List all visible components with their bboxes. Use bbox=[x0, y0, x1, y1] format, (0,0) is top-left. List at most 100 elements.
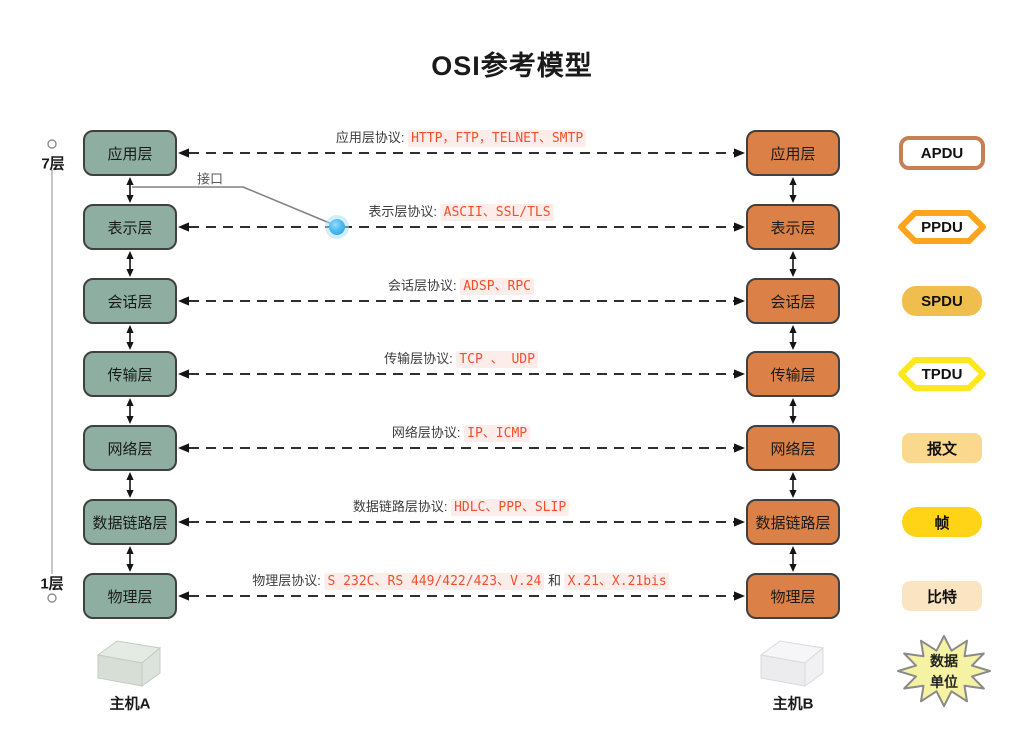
connector-arrow-left bbox=[178, 296, 189, 306]
stack-arrow-down bbox=[789, 416, 797, 424]
layer-box-right: 网络层 bbox=[746, 425, 840, 471]
annotation-label: 应用层协议: bbox=[335, 130, 409, 145]
connector-arrow-left bbox=[178, 222, 189, 232]
data-unit-star bbox=[897, 635, 991, 707]
connector-arrow-right bbox=[734, 296, 745, 306]
annotation-code: X.21、X.21bis bbox=[564, 573, 670, 590]
stack-arrow-up bbox=[126, 398, 134, 406]
diagram-title: OSI参考模型 bbox=[431, 51, 593, 81]
interface-line bbox=[132, 186, 333, 225]
connector-arrow-left bbox=[178, 148, 189, 158]
scale-bottom-circle bbox=[47, 593, 57, 603]
hexagon-shape bbox=[898, 357, 986, 391]
pdu-badge-solid: SPDU bbox=[902, 286, 982, 316]
stack-arrow-up bbox=[789, 251, 797, 259]
host-b-label: 主机B bbox=[772, 695, 814, 713]
stack-arrow-up bbox=[789, 325, 797, 333]
layer-box-left: 物理层 bbox=[83, 573, 177, 619]
layer-box-left: 应用层 bbox=[83, 130, 177, 176]
stack-arrow-up bbox=[126, 325, 134, 333]
pdu-badge: 帧 bbox=[894, 502, 990, 542]
interface-label: 接口 bbox=[196, 171, 224, 187]
protocol-annotation: 物理层协议: S 232C、RS 449/422/423、V.24 和 X.21… bbox=[252, 570, 670, 590]
layer-box-left: 传输层 bbox=[83, 351, 177, 397]
stack-arrow-up bbox=[789, 398, 797, 406]
stack-arrow-down bbox=[789, 195, 797, 203]
connector-arrow-left bbox=[178, 517, 189, 527]
annotation-code: HDLC、PPP、SLIP bbox=[451, 499, 570, 516]
interface-dot bbox=[329, 219, 345, 235]
connector-arrow-left bbox=[178, 591, 189, 601]
pdu-badge-solid: 报文 bbox=[902, 433, 982, 463]
pdu-badge-outline: APDU bbox=[899, 136, 985, 170]
stack-arrow-up bbox=[126, 177, 134, 185]
annotation-code: HTTP，FTP，TELNET、SMTP bbox=[408, 130, 587, 147]
pdu-badge: TPDU bbox=[894, 354, 990, 394]
annotation-code: ASCII、SSL/TLS bbox=[440, 204, 554, 221]
connector-arrow-left bbox=[178, 443, 189, 453]
connector-arrow-left bbox=[178, 369, 189, 379]
pdu-badge-hexagon: PPDU bbox=[896, 208, 988, 246]
stack-arrow-down bbox=[126, 342, 134, 350]
pdu-badge: PPDU bbox=[894, 207, 990, 247]
stack-arrow-down bbox=[126, 416, 134, 424]
annotation-label: 网络层协议: bbox=[391, 425, 465, 440]
protocol-annotation: 网络层协议: IP、ICMP bbox=[391, 422, 531, 442]
annotation-code: IP、ICMP bbox=[464, 425, 531, 442]
layer-box-right: 会话层 bbox=[746, 278, 840, 324]
stack-arrow-down bbox=[126, 490, 134, 498]
annotation-label: 数据链路层协议: bbox=[352, 499, 452, 514]
connector-arrow-right bbox=[734, 517, 745, 527]
data-unit-line2: 单位 bbox=[930, 674, 958, 690]
layer-box-left: 网络层 bbox=[83, 425, 177, 471]
pdu-badge-solid: 比特 bbox=[902, 581, 982, 611]
annotation-label: 物理层协议: bbox=[252, 573, 325, 588]
layer-box-right: 传输层 bbox=[746, 351, 840, 397]
layer-box-right: 应用层 bbox=[746, 130, 840, 176]
stack-arrow-down bbox=[789, 269, 797, 277]
stack-arrow-down bbox=[126, 195, 134, 203]
stack-arrow-up bbox=[789, 546, 797, 554]
connector-arrow-right bbox=[734, 369, 745, 379]
annotation-code: S 232C、RS 449/422/423、V.24 bbox=[324, 573, 545, 590]
data-unit-line1: 数据 bbox=[930, 653, 958, 669]
protocol-annotation: 表示层协议: ASCII、SSL/TLS bbox=[368, 201, 554, 221]
layer-box-left: 表示层 bbox=[83, 204, 177, 250]
annotation-plain: 和 bbox=[544, 573, 565, 588]
protocol-annotation: 应用层协议: HTTP，FTP，TELNET、SMTP bbox=[335, 127, 587, 147]
stack-arrow-down bbox=[789, 564, 797, 572]
annotation-label: 表示层协议: bbox=[368, 204, 441, 219]
stack-arrow-up bbox=[789, 472, 797, 480]
stack-arrow-up bbox=[126, 546, 134, 554]
annotation-code: ADSP、RPC bbox=[460, 278, 535, 295]
layer-box-right: 数据链路层 bbox=[746, 499, 840, 545]
stack-arrow-up bbox=[126, 472, 134, 480]
layer-box-left: 数据链路层 bbox=[83, 499, 177, 545]
stack-arrow-down bbox=[789, 490, 797, 498]
stack-arrow-down bbox=[126, 269, 134, 277]
pdu-badge: SPDU bbox=[894, 281, 990, 321]
pdu-badge-solid: 帧 bbox=[902, 507, 982, 537]
annotation-label: 会话层协议: bbox=[387, 278, 461, 293]
layer-box-right: 物理层 bbox=[746, 573, 840, 619]
host-a-label: 主机A bbox=[109, 695, 151, 713]
connector-arrow-right bbox=[734, 591, 745, 601]
connector-arrow-right bbox=[734, 222, 745, 232]
host-a-box-side bbox=[141, 646, 161, 687]
stack-arrow-up bbox=[126, 251, 134, 259]
pdu-badge-hexagon: TPDU bbox=[896, 355, 988, 393]
layer-box-left: 会话层 bbox=[83, 278, 177, 324]
scale-top-label: 7层 bbox=[41, 155, 65, 173]
annotation-code: TCP 、 UDP bbox=[456, 351, 538, 368]
protocol-annotation: 数据链路层协议: HDLC、PPP、SLIP bbox=[352, 496, 570, 516]
scale-bottom-label: 1层 bbox=[40, 575, 64, 593]
scale-top-circle bbox=[47, 139, 57, 149]
stack-arrow-down bbox=[789, 342, 797, 350]
pdu-badge: 报文 bbox=[894, 428, 990, 468]
annotation-label: 传输层协议: bbox=[384, 351, 457, 366]
pdu-badge: 比特 bbox=[894, 576, 990, 616]
protocol-annotation: 传输层协议: TCP 、 UDP bbox=[384, 348, 538, 368]
hexagon-shape bbox=[898, 210, 986, 244]
